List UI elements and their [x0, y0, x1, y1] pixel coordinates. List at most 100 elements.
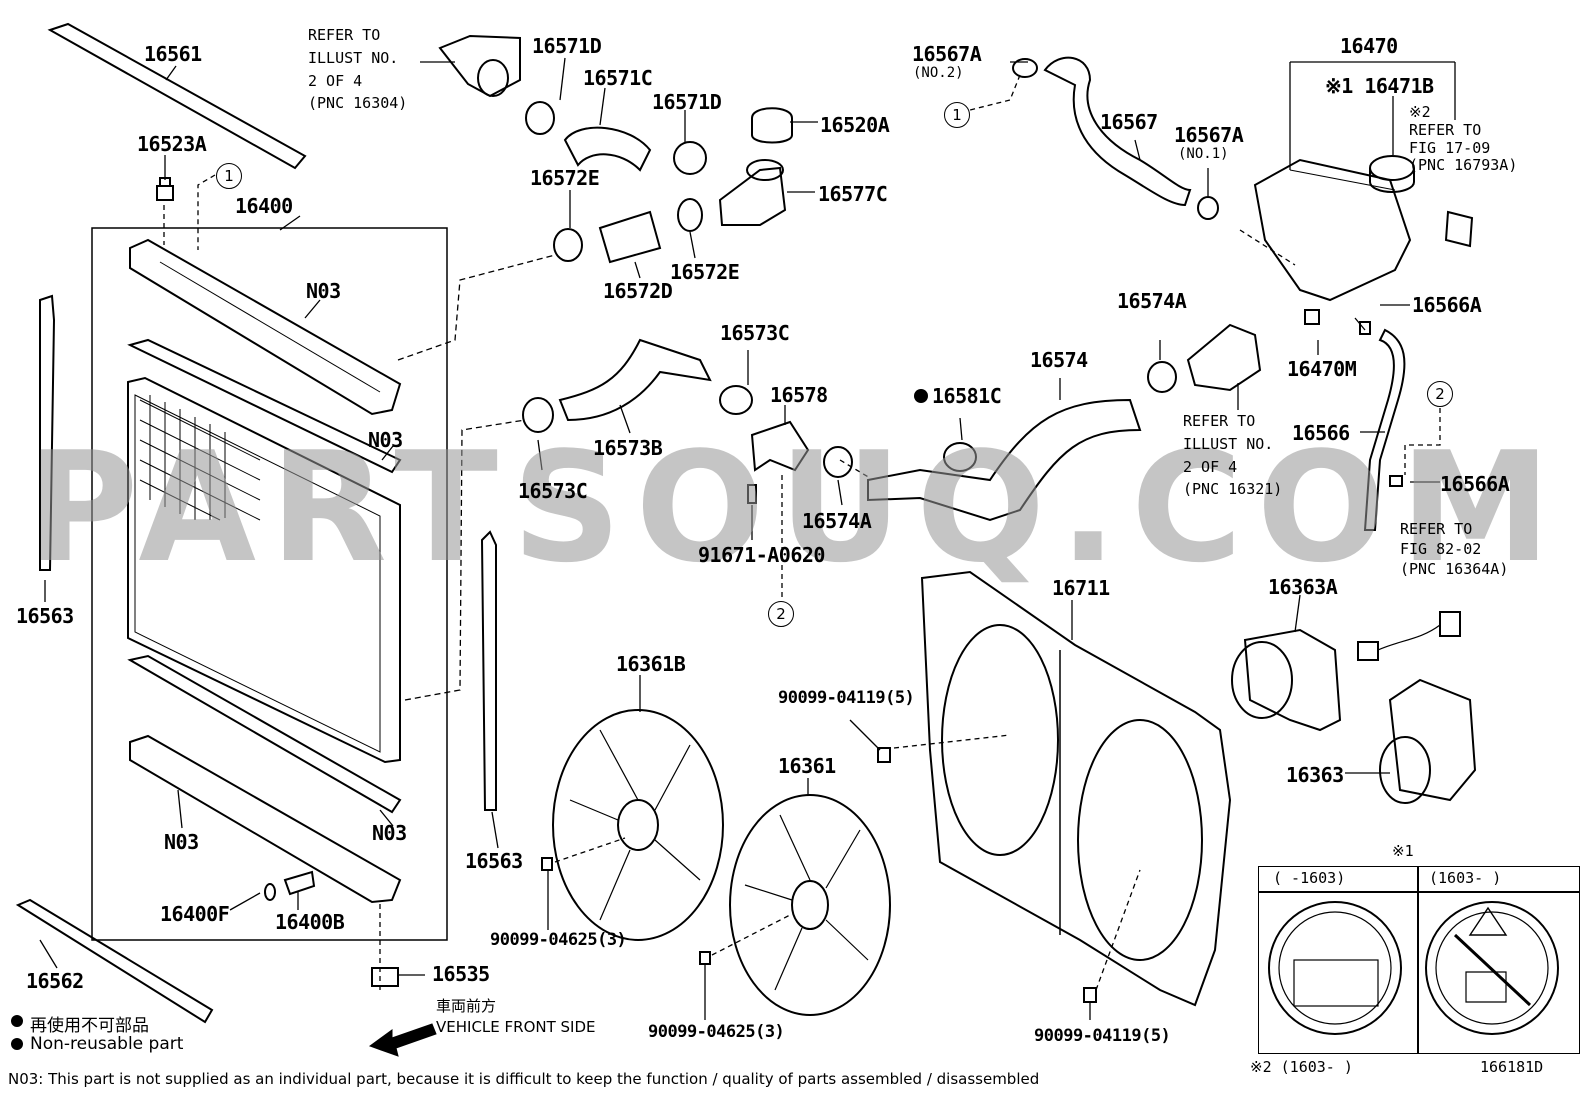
part-label-16574A-a: 16574A [1117, 289, 1187, 313]
drain-cock [283, 870, 316, 896]
clamp-16567A-a [1012, 58, 1038, 78]
vehicle-front-arrow [368, 1023, 437, 1057]
part-label-n03-bottom: N03 [372, 821, 407, 845]
cushion-16470M [1304, 309, 1320, 325]
part-label-16563-mid: 16563 [465, 849, 523, 873]
clamp-16566A-a [1359, 321, 1371, 335]
part-label-16711: 16711 [1052, 576, 1110, 600]
cap-16471B [1369, 155, 1415, 181]
part-label-16566A-b: 16566A [1440, 472, 1510, 496]
legend-non-reusable-jp: 再使用不可部品 [30, 1016, 149, 1036]
part-label-16572D: 16572D [603, 279, 673, 303]
part-label-90099-04119-a: 90099-04119(5) [778, 688, 915, 708]
callout-1-radiator: 1 [216, 163, 242, 189]
inset-cap-new [1425, 901, 1559, 1035]
side-seal-16563-left [39, 294, 56, 571]
part-label-16470M: 16470M [1287, 357, 1357, 381]
pipe-16578 [750, 420, 810, 472]
inset-header-right: (1603- ) [1429, 869, 1502, 887]
part-label-16535: 16535 [432, 962, 490, 986]
note-no1: (NO.1) [1178, 146, 1229, 162]
clamp-16571D-b [673, 141, 707, 175]
part-label-16567A-a: 16567A [912, 42, 982, 66]
fan-shroud-16711 [920, 570, 1232, 1007]
part-label-16361B: 16361B [616, 652, 686, 676]
inset-caption: ※2 (1603- ) [1250, 1058, 1353, 1076]
refer-note-16304: REFER TO ILLUST NO. 2 OF 4 (PNC 16304) [308, 26, 408, 113]
label-plate [1444, 210, 1474, 248]
part-label-16573B: 16573B [593, 436, 663, 460]
footer-note: N03: This part is not supplied as an ind… [8, 1070, 1040, 1088]
hose-16573B [558, 338, 712, 422]
clamp-16574A-b [823, 446, 853, 478]
refer-note-16321: REFER TO ILLUST NO. 2 OF 4 (PNC 16321) [1183, 412, 1283, 499]
part-label-16563-left: 16563 [16, 604, 74, 628]
part-label-16573C-b: 16573C [518, 479, 588, 503]
part-label-16572E-a: 16572E [530, 166, 600, 190]
part-label-16566A-a: 16566A [1412, 293, 1482, 317]
outlet-16304 [438, 34, 521, 98]
part-label-16571C: 16571C [583, 66, 653, 90]
radiator-core [127, 376, 401, 764]
callout-2-bottom: 2 [768, 601, 794, 627]
radiator-frame-16400 [91, 227, 448, 941]
part-label-16566: 16566 [1292, 421, 1350, 445]
bolt-91671 [747, 484, 757, 504]
part-label-16361: 16361 [778, 754, 836, 778]
clamp-16572E-b [677, 198, 703, 232]
refer-note-fig-17-09: ※2 REFER TO FIG 17-09 (PNC 16793A) [1409, 103, 1518, 175]
part-label-16574: 16574 [1030, 348, 1088, 372]
part-label-16571D-b: 16571D [652, 90, 722, 114]
part-label-16363: 16363 [1286, 763, 1344, 787]
part-label-16581C: 16581C [932, 384, 1002, 408]
cushion-16523A [156, 177, 174, 201]
inset-cap-variants: ( -1603) (1603- ) [1258, 866, 1580, 1054]
part-label-16577C: 16577C [818, 182, 888, 206]
outlet-16321 [1186, 323, 1262, 392]
legend-dot [11, 1015, 23, 1027]
part-label-16567: 16567 [1100, 110, 1158, 134]
upper-seal-16561 [47, 22, 307, 170]
fan-16361B [552, 709, 724, 941]
part-label-16400F: 16400F [160, 902, 230, 926]
callout-2-hose: 2 [1427, 381, 1453, 407]
screw-90099-04119-b [1083, 987, 1097, 1003]
screw-90099-04625-a [541, 857, 553, 871]
cushion-16535 [371, 967, 399, 987]
clamp-16581C [943, 442, 977, 472]
clamp-16572E-a [553, 228, 583, 262]
part-label-n03-mid: N03 [368, 428, 403, 452]
hose-16567 [1043, 56, 1192, 207]
part-label-90099-04119-b: 90099-04119(5) [1034, 1026, 1171, 1046]
elbow-16577C [718, 166, 787, 226]
part-label-91671-A0620: 91671-A0620 [698, 543, 825, 567]
upper-tank [129, 238, 402, 416]
part-label-16363A: 16363A [1268, 575, 1338, 599]
part-label-16567A-b: 16567A [1174, 123, 1244, 147]
lower-seal-16562 [15, 898, 214, 1024]
cap-16520A [751, 107, 793, 144]
clamp-16574A-a [1147, 361, 1177, 393]
legend-dot [11, 1038, 23, 1050]
part-label-16470: 16470 [1340, 34, 1398, 58]
part-label-90099-04625-b: 90099-04625(3) [648, 1022, 785, 1042]
part-label-16523A: 16523A [137, 132, 207, 156]
clamp-16566A-b [1389, 475, 1403, 487]
clamp-16567A-b [1197, 196, 1219, 220]
vehicle-front-jp: 車両前方 [436, 997, 497, 1015]
note-no2: (NO.2) [913, 65, 964, 81]
part-label-n03-top: N03 [306, 279, 341, 303]
part-label-16573C-a: 16573C [720, 321, 790, 345]
callout-1-hose: 1 [944, 102, 970, 128]
clamp-16573C-b [522, 397, 554, 433]
motor-16363A [1243, 628, 1342, 732]
inset-header-left: ( -1603) [1273, 869, 1346, 887]
seal-n03-top [127, 338, 402, 474]
part-label-16571D-a: 16571D [532, 34, 602, 58]
part-label-16520A: 16520A [820, 113, 890, 137]
hose-16572D [598, 210, 662, 264]
part-label-16562: 16562 [26, 969, 84, 993]
part-label-90099-04625-a: 90099-04625(3) [490, 930, 627, 950]
inset-cap-old [1268, 901, 1402, 1035]
